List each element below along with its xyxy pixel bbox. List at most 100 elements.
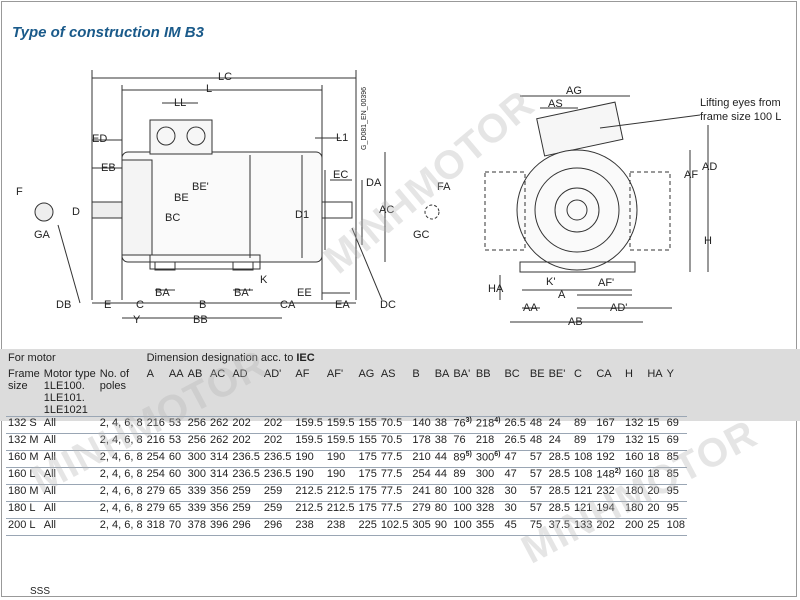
col-header: CA [596,368,612,380]
dim-Y: Y [133,314,141,326]
value-cell: 202 [594,518,623,536]
motor-shaft [91,201,123,219]
value-cell: 202 [230,433,262,451]
value-cell: 121 [572,484,595,502]
col-header: BC [504,368,520,380]
value-cell: 85 [664,450,687,468]
frame-size-cell: 200 L [6,518,42,536]
dim-DB: DB [56,299,71,311]
value-cell: 44 [432,450,452,468]
value-cell: 218 [473,433,503,451]
footnote-ref: 5) [465,451,472,458]
dim-BA-prime: BA' [234,287,251,299]
value-cell: 212.5 [293,501,325,519]
dim-B: B [199,299,206,311]
value-cell: 175 [356,501,379,519]
footnote-ref: 3) [465,417,472,424]
value-cell: 132 [622,433,646,451]
value-cell: 132 [622,416,646,434]
dim-AF: AF [684,169,698,181]
value-cell: 339 [185,484,208,502]
value-cell: 100 [451,518,474,536]
value-cell: 100 [451,501,474,519]
value-cell: 256 [185,416,208,434]
dim-AA: AA [523,302,538,314]
value-cell: 159.5 [293,416,325,434]
value-cell: 53 [166,433,186,451]
value-cell: 57 [527,484,547,502]
value-cell: 190 [324,450,357,468]
dim-L1: L1 [336,132,348,144]
value-cell: 28.5 [546,450,572,468]
value-cell: 318 [144,518,167,536]
value-cell: 69 [664,433,687,451]
value-cell: 28.5 [546,484,572,502]
value-cell: 190 [324,467,357,485]
value-cell: 47 [502,450,528,468]
dim-K-prime: K' [546,276,555,288]
motor-type-cell: All [41,484,98,502]
poles-cell: 2, 4, 6, 8 [97,467,145,485]
value-cell: 57 [527,467,547,485]
dim-DC: DC [380,299,396,311]
dim-GC: GC [413,229,430,241]
shaft-end-detail [34,202,54,222]
dim-BE: BE [174,192,189,204]
value-cell: 80 [432,484,452,502]
value-cell: 192 [594,450,623,468]
value-cell: 180 [622,501,646,519]
dim-BC: BC [165,212,180,224]
col-header: AF' [326,368,344,380]
value-cell: 279 [144,501,167,519]
value-cell: 160 [622,450,646,468]
value-cell: 179 [594,433,623,451]
value-cell: 238 [324,518,357,536]
poles-cell: 2, 4, 6, 8 [97,501,145,519]
value-cell: 190 [293,450,325,468]
poles-cell: 2, 4, 6, 8 [97,518,145,536]
value-cell: 159.5 [324,416,357,434]
value-cell: 89 [572,416,595,434]
drawing-id: G_D081_EN_00396 [361,87,368,150]
dim-EB: EB [101,162,116,174]
dimension-table: For motor Dimension designation acc. to … [6,352,687,536]
value-cell: 77.5 [378,467,411,485]
dim-F: F [16,186,23,198]
value-cell: 155 [356,416,379,434]
value-cell: 300 [185,467,208,485]
dim-AC: AC [379,204,394,216]
value-cell: 60 [166,450,186,468]
value-cell: 259 [230,484,262,502]
dim-L: L [206,83,212,95]
dim-AG: AG [566,85,582,97]
dim-AD-prime: AD' [610,302,627,314]
value-cell: 20 [645,484,665,502]
value-cell: 70 [166,518,186,536]
col-header: AC [209,368,226,380]
value-cell: 37.5 [546,518,572,536]
value-cell: 18 [645,450,665,468]
dim-FA: FA [437,181,451,193]
value-cell: 48 [527,433,547,451]
value-cell: 1482) [594,467,623,485]
table-header-strip [0,349,800,421]
col-header: BA [434,368,450,380]
value-cell: 26.5 [502,433,528,451]
dim-EA: EA [335,299,350,311]
value-cell: 259 [261,501,294,519]
value-cell: 305 [410,518,433,536]
value-cell: 356 [207,484,231,502]
value-cell: 212.5 [324,484,357,502]
value-cell: 70.5 [378,433,411,451]
value-cell: 20 [645,501,665,519]
table-header-row-1: For motor Dimension designation acc. to … [6,352,687,368]
col-header: BB [475,368,491,380]
